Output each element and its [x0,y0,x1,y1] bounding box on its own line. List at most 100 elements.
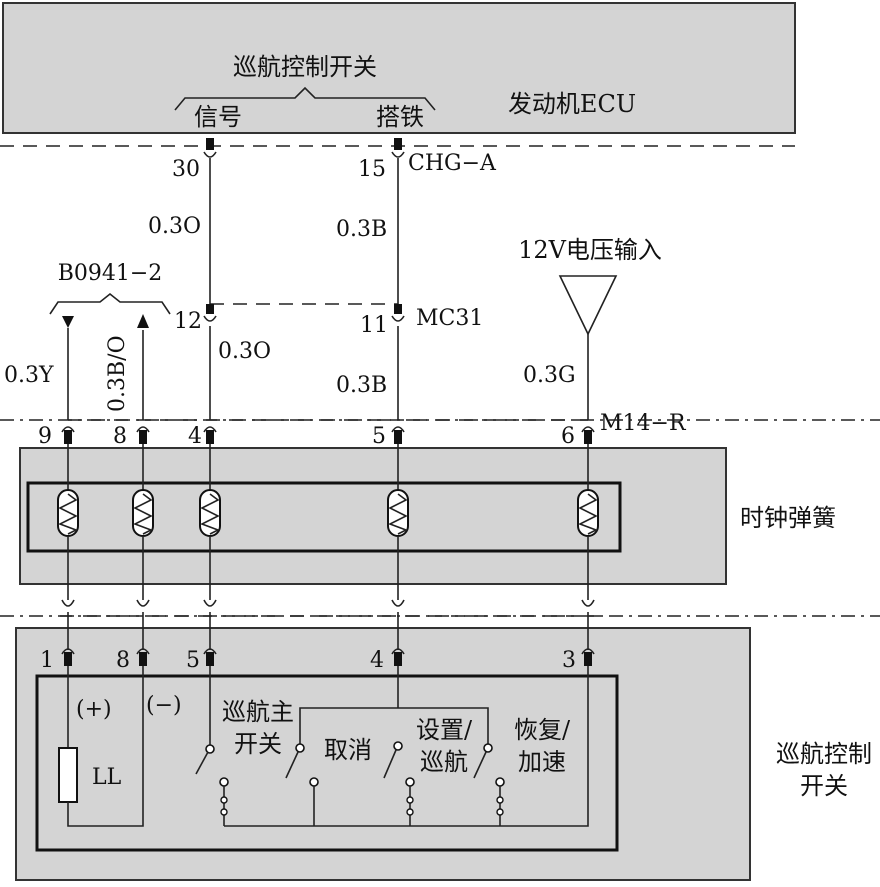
plug-4 [203,599,217,607]
clock-spring-inner-frame [26,481,622,553]
b0941-label: B0941−2 [58,261,163,286]
cs-pin-9: 9 [38,424,75,449]
sw-pin-1-socket [61,648,75,655]
sw-pin-3: 3 [562,612,595,673]
coil-5 [387,444,409,600]
main-switch-contact-top [205,744,215,754]
b0941-brace [49,292,171,315]
cs-pin-5-socket [391,426,405,433]
ground-wire-lower-spec: 0.3B [336,373,387,398]
sw-pin-3-number: 3 [562,648,576,673]
cancel-label: 取消 [324,736,372,764]
main-switch-dot-1 [220,796,228,804]
sw-pin-5: 5 [186,612,217,673]
ecu-pin-30: 30 [172,138,217,182]
main-switch-blade [195,751,209,775]
main-switch-contact-bottom [219,777,229,787]
indicator-lamp-circuit: LL (+) (−) [58,666,182,827]
resume-contact-bottom [495,777,505,787]
b0941-arrow-up [137,314,149,328]
cs-pin-8-socket [136,426,150,433]
cs-pin-4: 4 [188,424,217,449]
clock-spring-connector-name: M14−R [600,411,687,436]
sw-pin-4: 4 [370,612,405,673]
switch-connector-plugs [60,599,600,617]
sw-pin-1-terminal [64,652,72,666]
resume-dot-1 [496,796,504,804]
ecu-pin-15-socket [391,151,405,158]
cs-pin-9-terminal [64,430,72,444]
coil-6-spring [578,493,598,535]
wire-6-spec: 0.3G [523,363,576,388]
set-contact-top [393,741,403,751]
lamp-ll-label: LL [92,765,122,790]
cruise-switch-box [15,627,751,881]
junction-pin-12-number: 12 [174,309,202,334]
cs-pin-6: 6 [561,424,595,449]
coil-9 [57,444,79,600]
power-input-symbol [558,275,618,336]
junction-pin-11-socket [391,315,405,322]
sw-pin-4-socket [391,648,405,655]
switch-ground-bus [224,666,589,827]
ecu-box [2,2,796,134]
cancel-contact-top [295,743,305,753]
ecu-pin-15-number: 15 [358,157,386,182]
cs-pin-5-number: 5 [372,424,386,449]
b0941-branch: B0941−2 [49,261,171,328]
resume-label-line2: 加速 [518,748,566,776]
sw-pin-5-terminal [206,652,214,666]
cs-pin-5-terminal [394,430,402,444]
switch-common-bus [299,707,489,744]
cs-pin-5: 5 [372,424,405,449]
set-dot-1 [406,796,414,804]
cs-pin-4-socket [203,426,217,433]
sw-pin-8-socket [136,648,150,655]
clock-spring-pins: 9 8 4 5 6 [38,424,595,449]
lamp-ll-symbol [58,747,78,803]
ground-wire-upper-spec: 0.3B [336,217,387,242]
sw-pin-3-socket [581,648,595,655]
cs-pin-4-number: 4 [188,424,202,449]
ecu-ground-label: 搭铁 [376,103,424,131]
ecu-pin-15: 15 CHG−A [358,138,497,182]
clock-spring-coils [57,444,599,600]
signal-wire-lower-spec: 0.3O [218,339,271,364]
coil-8 [132,444,154,600]
clock-spring: 时钟弹簧 [19,444,836,600]
cs-pin-9-socket [61,426,75,433]
cs-pin-6-terminal [584,430,592,444]
ecu-pin-30-terminal [206,138,214,150]
sw-pin-5-number: 5 [186,648,200,673]
power-input: 12V电压输入 [518,236,662,336]
lamp-plus-label: (+) [76,697,112,722]
ecu-signal-label: 信号 [194,103,242,131]
coil-6 [577,444,599,600]
coil-5-spring [388,493,408,535]
set-label-line2: 巡航 [420,748,468,776]
cs-pin-6-number: 6 [561,424,575,449]
power-input-label: 12V电压输入 [518,236,662,264]
coil-4-spring [200,493,220,535]
sw-pin-4-terminal [394,652,402,666]
set-label-line1: 设置/ [416,716,473,744]
set-blade [383,749,397,779]
lamp-return-wire [67,666,144,827]
cs-pin-8-terminal [139,430,147,444]
sw-pin-1-number: 1 [40,648,54,673]
set-contact-bottom [405,777,415,787]
cruise-switch-pins: 1 8 5 4 [40,612,595,673]
ecu-pin-15-terminal [394,138,402,150]
sw-pin-8-terminal [139,652,147,666]
ecu-switch-brace [174,86,436,111]
sw-pin-3-terminal [584,652,592,666]
junction-pin-12-socket [203,315,217,322]
junction-pin-12-terminal [206,304,214,314]
ecu-title: 发动机ECU [508,90,636,118]
cs-pin-8-number: 8 [113,424,127,449]
main-switch-label-line1: 巡航主 [222,698,294,726]
sw-pin-8-number: 8 [116,648,130,673]
wire-9-spec: 0.3Y [4,363,54,388]
switch-ladder: 巡航主 开关 取消 设置/ 巡航 恢复/ 加速 [195,666,589,827]
